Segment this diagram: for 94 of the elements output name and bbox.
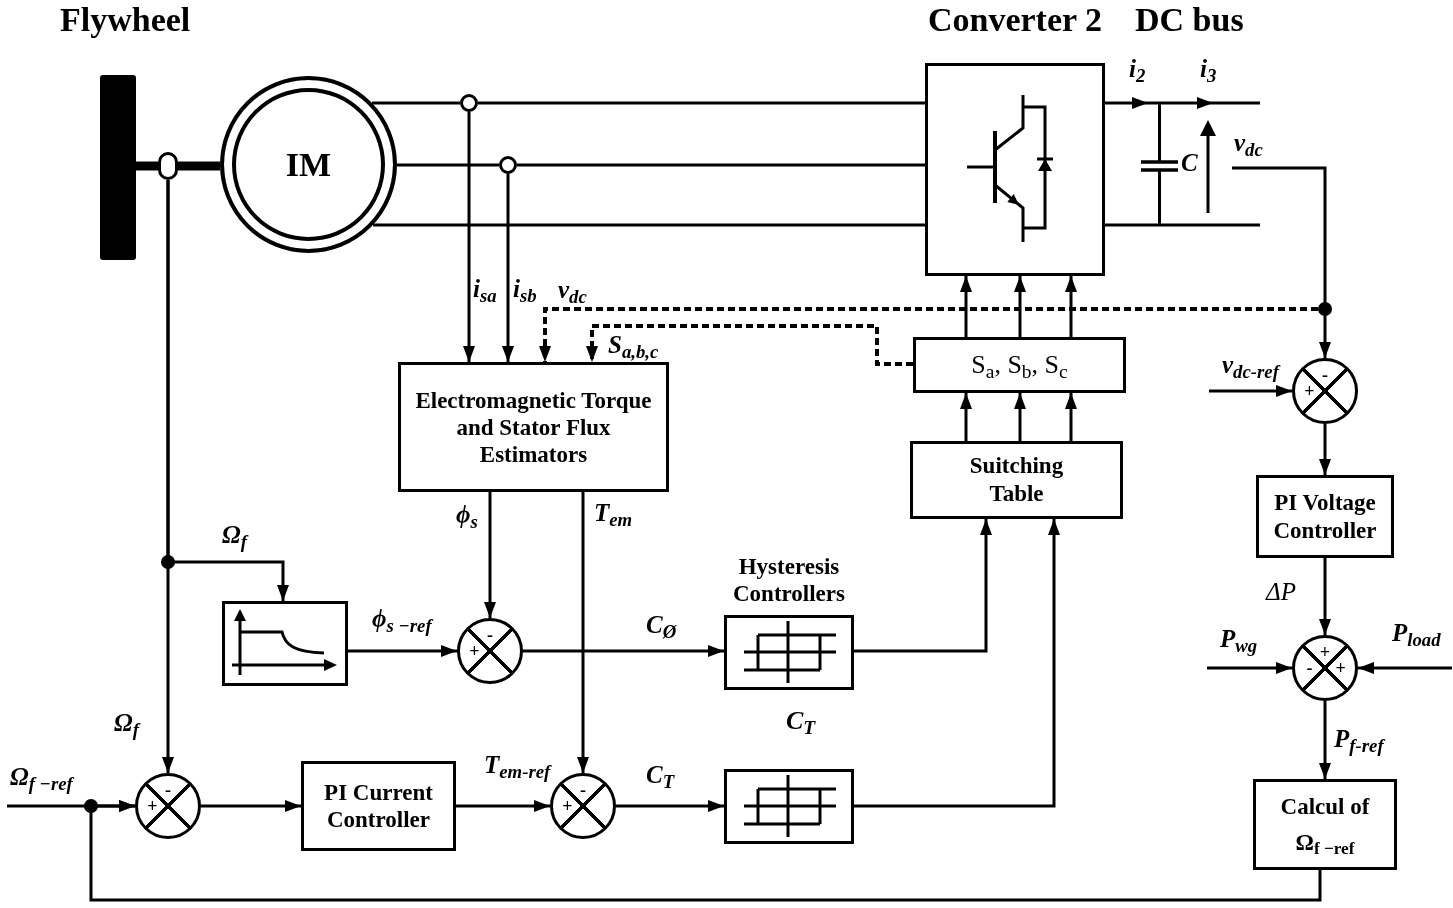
arrow [854, 519, 992, 653]
signal-label: ΔP [1266, 577, 1296, 607]
arrow [1358, 662, 1452, 674]
arrow [1319, 424, 1331, 475]
dotted-arrow [586, 324, 913, 366]
flywheel-bar [100, 75, 136, 260]
signal-label: i$_{sb}$ [513, 274, 537, 304]
section-heading: Flywheel [60, 0, 191, 40]
signal-label: v$_{dc}$ [1234, 128, 1263, 158]
arrow [1319, 701, 1331, 779]
arrow [1207, 662, 1292, 674]
shaft-line [178, 161, 220, 171]
signal-label: P$_{wg}$ [1220, 624, 1258, 654]
arrow [463, 112, 475, 362]
process-box [222, 601, 348, 686]
connector-line [517, 163, 925, 167]
sign-label: - [487, 626, 493, 645]
signal-label: i$_{2}$ [1129, 54, 1146, 84]
arrow [616, 800, 724, 812]
arrow [1319, 558, 1331, 635]
signal-label: Ω$_{f −ref}$ [10, 762, 73, 792]
sign-label: - [1306, 659, 1313, 677]
arrow [1014, 276, 1026, 337]
section-heading: DC bus [1135, 0, 1244, 40]
signal-label: ϕ$_{s −ref}$ [372, 604, 432, 634]
signal-label: P$_{f-ref}$ [1334, 724, 1384, 754]
process-box [301, 761, 456, 851]
process-box [1253, 779, 1397, 870]
arrow [523, 645, 724, 657]
signal-label: Ω$_{f}$ [114, 708, 139, 738]
process-box [910, 441, 1123, 519]
sign-label: - [580, 781, 586, 800]
arrow [456, 800, 550, 812]
arrow [502, 174, 514, 362]
arrow [89, 800, 1322, 902]
connector-line [397, 163, 499, 167]
connector-line [372, 101, 460, 105]
sensor-ring [499, 156, 517, 174]
signal-label: i$_{3}$ [1200, 54, 1217, 84]
arrow [854, 519, 1060, 808]
signal-label: T$_{em}$ [594, 498, 633, 528]
sign-label: + [1335, 659, 1346, 677]
signal-label: P$_{load}$ [1392, 618, 1441, 648]
signal-label: v$_{dc-ref}$ [1222, 350, 1279, 380]
arrow [1105, 97, 1213, 109]
connector-line [373, 223, 925, 227]
signal-label: i$_{sa}$ [473, 274, 497, 304]
arrow [960, 393, 972, 441]
sign-label: + [1304, 382, 1315, 400]
arrow [1014, 393, 1026, 441]
block-text: IM [285, 144, 332, 185]
block-text: Electromagnetic Torque and Stator Flux Estimators [414, 386, 653, 468]
signal-label: T$_{em-ref}$ [484, 750, 551, 780]
arrow [1232, 166, 1331, 358]
component-label: C [1181, 148, 1198, 178]
arrow [162, 180, 174, 773]
signal-label: S$_{a,b,c}$ [608, 330, 659, 360]
arrow [1065, 393, 1077, 441]
sensor-ring [158, 152, 178, 180]
sign-label: + [147, 797, 158, 815]
process-box [913, 337, 1126, 393]
block-text: Calcul of Ω$_{f −ref}$ [1279, 792, 1371, 860]
connector-line [1105, 223, 1260, 227]
arrow [348, 645, 457, 657]
signal-label: C$_{T}$ [646, 760, 675, 790]
sign-label: + [1319, 643, 1331, 662]
arrow [960, 276, 972, 337]
arrow [577, 492, 589, 773]
process-box [1256, 475, 1394, 558]
sign-label: + [562, 797, 573, 815]
block-heading: Hysteresis Controllers [732, 553, 846, 607]
block-text: PI Voltage Controller [1272, 488, 1378, 545]
signal-label: C$_{Ø}$ [646, 610, 677, 640]
arrow [1065, 276, 1077, 337]
block-text: PI Current Controller [323, 779, 434, 833]
connector-line [478, 101, 925, 105]
block-text: S$_{a}$, S$_{b}$, S$_{c}$ [971, 350, 1068, 380]
sign-label: + [469, 642, 480, 660]
process-box [724, 769, 854, 844]
arrow [484, 492, 496, 618]
block-text: Suitching Table [968, 452, 1065, 508]
signal-label: ϕ$_{s}$ [456, 500, 478, 530]
sign-label: - [165, 781, 171, 800]
signal-label: C$_{T}$ [786, 706, 816, 736]
dotted-arrow [539, 307, 1318, 362]
process-box [398, 362, 669, 492]
arrow [201, 800, 301, 812]
signal-label: v$_{dc}$ [558, 275, 587, 305]
signal-label: Ω$_{f}$ [222, 520, 247, 550]
sensor-ring [460, 94, 478, 112]
shaft-line [136, 161, 158, 171]
block-heading: Converter 2 [927, 0, 1102, 40]
sign-label: - [1322, 366, 1328, 385]
arrow [1209, 385, 1292, 397]
